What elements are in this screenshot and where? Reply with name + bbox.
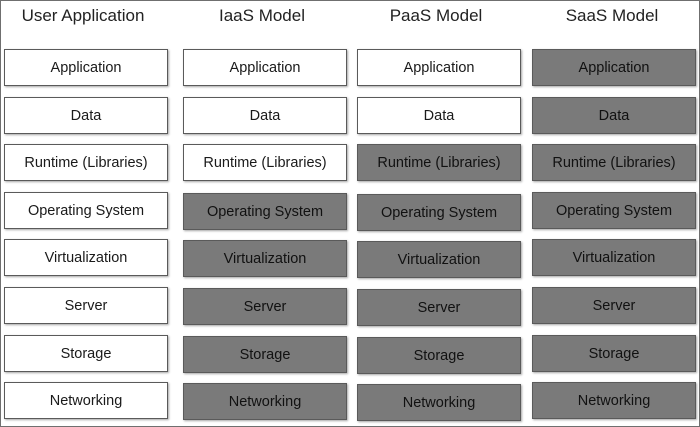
layer-box: Networking bbox=[183, 383, 347, 420]
layer-box: Server bbox=[183, 288, 347, 325]
layer-box: Networking bbox=[4, 382, 168, 419]
layer-box: Networking bbox=[357, 384, 521, 421]
layer-box: Application bbox=[357, 49, 521, 86]
layer-box: Data bbox=[4, 97, 168, 134]
layer-box: Application bbox=[183, 49, 347, 86]
column-title: IaaS Model bbox=[219, 6, 305, 25]
layer-box: Operating System bbox=[183, 193, 347, 230]
layer-box: Data bbox=[357, 97, 521, 134]
layer-box: Networking bbox=[532, 382, 696, 419]
layer-box: Virtualization bbox=[532, 239, 696, 276]
layer-box: Virtualization bbox=[357, 241, 521, 278]
column-title: PaaS Model bbox=[389, 6, 483, 25]
layer-box: Server bbox=[357, 289, 521, 326]
layer-box: Data bbox=[183, 97, 347, 134]
layer-box: Data bbox=[532, 97, 696, 134]
layer-box: Virtualization bbox=[183, 240, 347, 277]
layer-box: Server bbox=[532, 287, 696, 324]
layer-box: Runtime (Libraries) bbox=[357, 144, 521, 181]
layer-box: Operating System bbox=[4, 192, 168, 229]
layer-box: Runtime (Libraries) bbox=[532, 144, 696, 181]
layer-box: Operating System bbox=[532, 192, 696, 229]
layer-box: Application bbox=[532, 49, 696, 86]
layer-box: Virtualization bbox=[4, 239, 168, 276]
layer-box: Server bbox=[4, 287, 168, 324]
layer-box: Storage bbox=[532, 335, 696, 372]
column-title: User Application bbox=[21, 6, 145, 25]
layer-box: Runtime (Libraries) bbox=[183, 144, 347, 181]
layer-box: Storage bbox=[357, 337, 521, 374]
layer-box: Runtime (Libraries) bbox=[4, 144, 168, 181]
layer-box: Application bbox=[4, 49, 168, 86]
layer-box: Storage bbox=[183, 336, 347, 373]
column-title: SaaS Model bbox=[565, 6, 659, 25]
layer-box: Operating System bbox=[357, 194, 521, 231]
layer-box: Storage bbox=[4, 335, 168, 372]
